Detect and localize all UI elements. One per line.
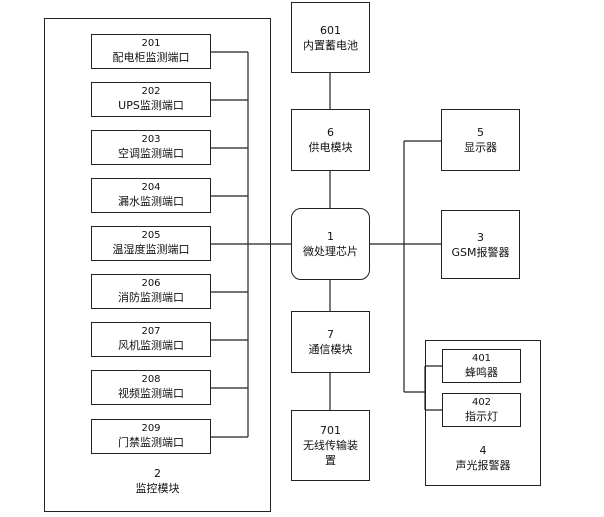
port-box-209: 209 门禁监测端口	[91, 419, 211, 454]
cpu-number: 1	[327, 230, 334, 243]
gsm-alarm-number: 3	[477, 230, 484, 244]
port-box-206: 206 消防监测端口	[91, 274, 211, 309]
port-label: 空调监测端口	[118, 147, 184, 160]
port-label: UPS监测端口	[118, 99, 184, 112]
port-box-204: 204 漏水监测端口	[91, 178, 211, 213]
indicator-box: 402 指示灯	[442, 393, 521, 427]
display-number: 5	[477, 126, 484, 139]
port-box-201: 201 配电柜监测端口	[91, 34, 211, 69]
port-label: 风机监测端口	[118, 339, 184, 352]
comm-module-box: 7 通信模块	[291, 311, 370, 373]
display-label: 显示器	[464, 141, 497, 154]
gsm-alarm-box: 3 GSM报警器	[441, 210, 520, 279]
port-number: 203	[141, 134, 161, 145]
sound-light-alarm-number: 4	[479, 444, 487, 457]
power-module-label: 供电模块	[308, 141, 353, 154]
port-label: 温湿度监测端口	[112, 243, 190, 256]
port-label: 漏水监测端口	[118, 195, 184, 208]
monitor-module-label: 2 监控模块	[44, 466, 271, 496]
monitor-module-group	[44, 18, 271, 512]
battery-label: 内置蓄电池	[303, 38, 358, 52]
buzzer-label: 蜂鸣器	[465, 365, 498, 379]
port-box-202: 202 UPS监测端口	[91, 82, 211, 117]
port-box-205: 205 温湿度监测端口	[91, 226, 211, 261]
gsm-alarm-label: GSM报警器	[451, 245, 510, 259]
wireless-device-label: 无线传输装置	[303, 439, 358, 467]
port-box-207: 207 风机监测端口	[91, 322, 211, 357]
port-label: 门禁监测端口	[118, 436, 184, 449]
sound-light-alarm-name: 声光报警器	[455, 459, 511, 472]
comm-module-number: 7	[327, 328, 334, 341]
port-number: 209	[141, 423, 161, 434]
port-number: 208	[141, 374, 161, 385]
display-box: 5 显示器	[441, 109, 520, 171]
wireless-device-number: 701	[320, 424, 341, 437]
power-module-box: 6 供电模块	[291, 109, 370, 171]
cpu-box: 1 微处理芯片	[291, 208, 370, 280]
port-box-203: 203 空调监测端口	[91, 130, 211, 165]
port-label: 视频监测端口	[118, 387, 184, 400]
monitor-module-name: 监控模块	[135, 482, 180, 495]
port-label: 配电柜监测端口	[112, 51, 190, 64]
indicator-number: 402	[471, 396, 492, 408]
battery-number: 601	[320, 23, 341, 37]
port-number: 207	[141, 326, 161, 337]
battery-box: 601 内置蓄电池	[291, 2, 370, 73]
port-label: 消防监测端口	[118, 291, 184, 304]
buzzer-box: 401 蜂鸣器	[442, 349, 521, 383]
indicator-label: 指示灯	[465, 409, 498, 423]
sound-light-alarm-group	[425, 340, 541, 486]
port-number: 204	[141, 182, 161, 193]
monitor-module-number: 2	[154, 467, 161, 480]
cpu-label: 微处理芯片	[303, 245, 358, 258]
buzzer-number: 401	[471, 352, 492, 364]
port-number: 202	[141, 86, 161, 97]
power-module-number: 6	[327, 126, 334, 139]
port-number: 205	[141, 230, 161, 241]
port-number: 201	[141, 38, 161, 49]
comm-module-label: 通信模块	[308, 343, 353, 356]
port-number: 206	[141, 278, 161, 289]
sound-light-alarm-label: 4 声光报警器	[425, 443, 541, 473]
wireless-device-box: 701 无线传输装置	[291, 410, 370, 481]
port-box-208: 208 视频监测端口	[91, 370, 211, 405]
